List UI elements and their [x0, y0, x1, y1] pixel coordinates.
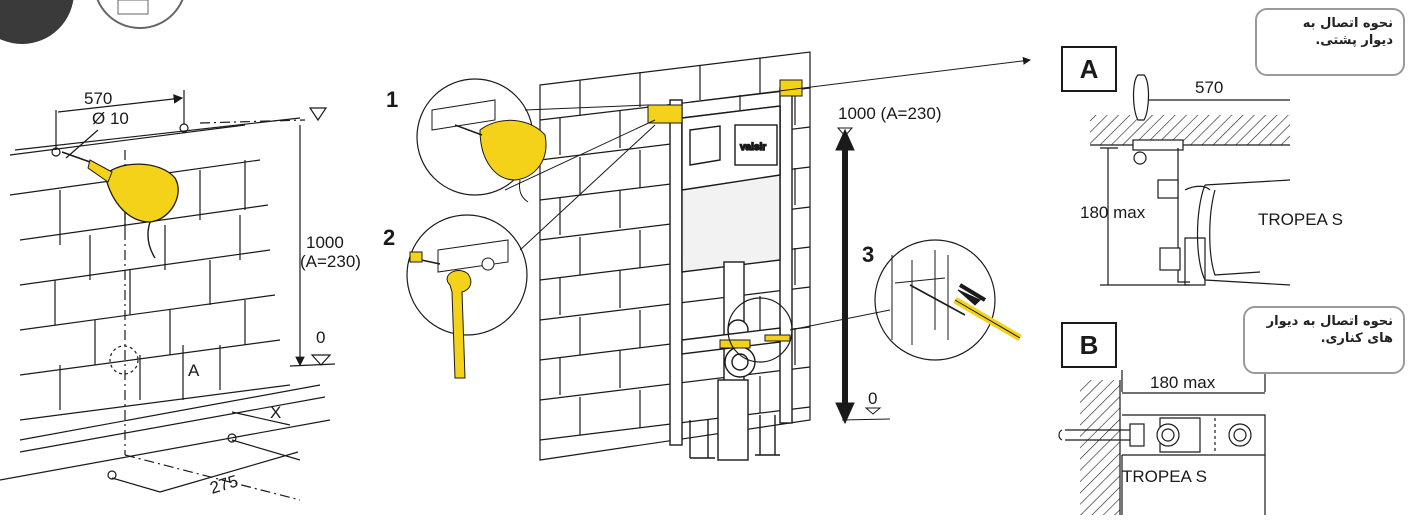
callout-2-wrench [409, 239, 509, 379]
callout-3-fixing [891, 250, 1022, 345]
left-wall-panel [0, 90, 336, 501]
dim-x-left: X [270, 403, 281, 422]
brand-label: valsir [740, 142, 766, 153]
detail-b-drawing [1058, 370, 1266, 515]
dim-zero-left: 0 [316, 328, 325, 347]
dim-a-left: A [188, 361, 200, 380]
dim-570-detail-a: 570 [1195, 78, 1223, 97]
dim-height-middle: 1000 (A=230) [838, 104, 942, 123]
step-1-label: 1 [386, 87, 398, 112]
corner-step-circle [0, 0, 74, 44]
dim-180-detail-a: 180 max [1080, 203, 1146, 222]
dim-zero-middle: 0 [868, 389, 877, 408]
dim-hole-diameter: Ø 10 [92, 109, 129, 128]
dim-height-1000: 1000 [306, 233, 344, 252]
dim-height-a230: (A=230) [300, 252, 361, 271]
step-2-label: 2 [383, 225, 395, 250]
note-side-walls: نحوه اتصال به دیوار های کناری. [1243, 306, 1405, 374]
detail-b-label: B [1061, 322, 1117, 368]
detail-a-label: A [1061, 46, 1117, 92]
product-detail-a: TROPEA S [1258, 210, 1343, 229]
dim-570-left: 570 [84, 89, 112, 108]
callout-1-drill [431, 99, 547, 203]
note-back-wall: نحوه اتصال به دیوار پشتی. [1255, 8, 1405, 76]
detail-a-drawing [1090, 74, 1291, 286]
corner-thumb-circle [96, 0, 184, 29]
height-arrow [835, 127, 891, 425]
drill-icon-left [61, 151, 179, 259]
step-3-label: 3 [862, 242, 874, 267]
dim-180-detail-b: 180 max [1150, 373, 1216, 392]
cistern-frame: valsir [669, 87, 793, 461]
callout-lines [504, 56, 1031, 331]
dim-275-left: 275 [208, 471, 241, 497]
product-detail-b: TROPEA S [1122, 467, 1207, 486]
corner-thumb-icon [117, 0, 149, 15]
